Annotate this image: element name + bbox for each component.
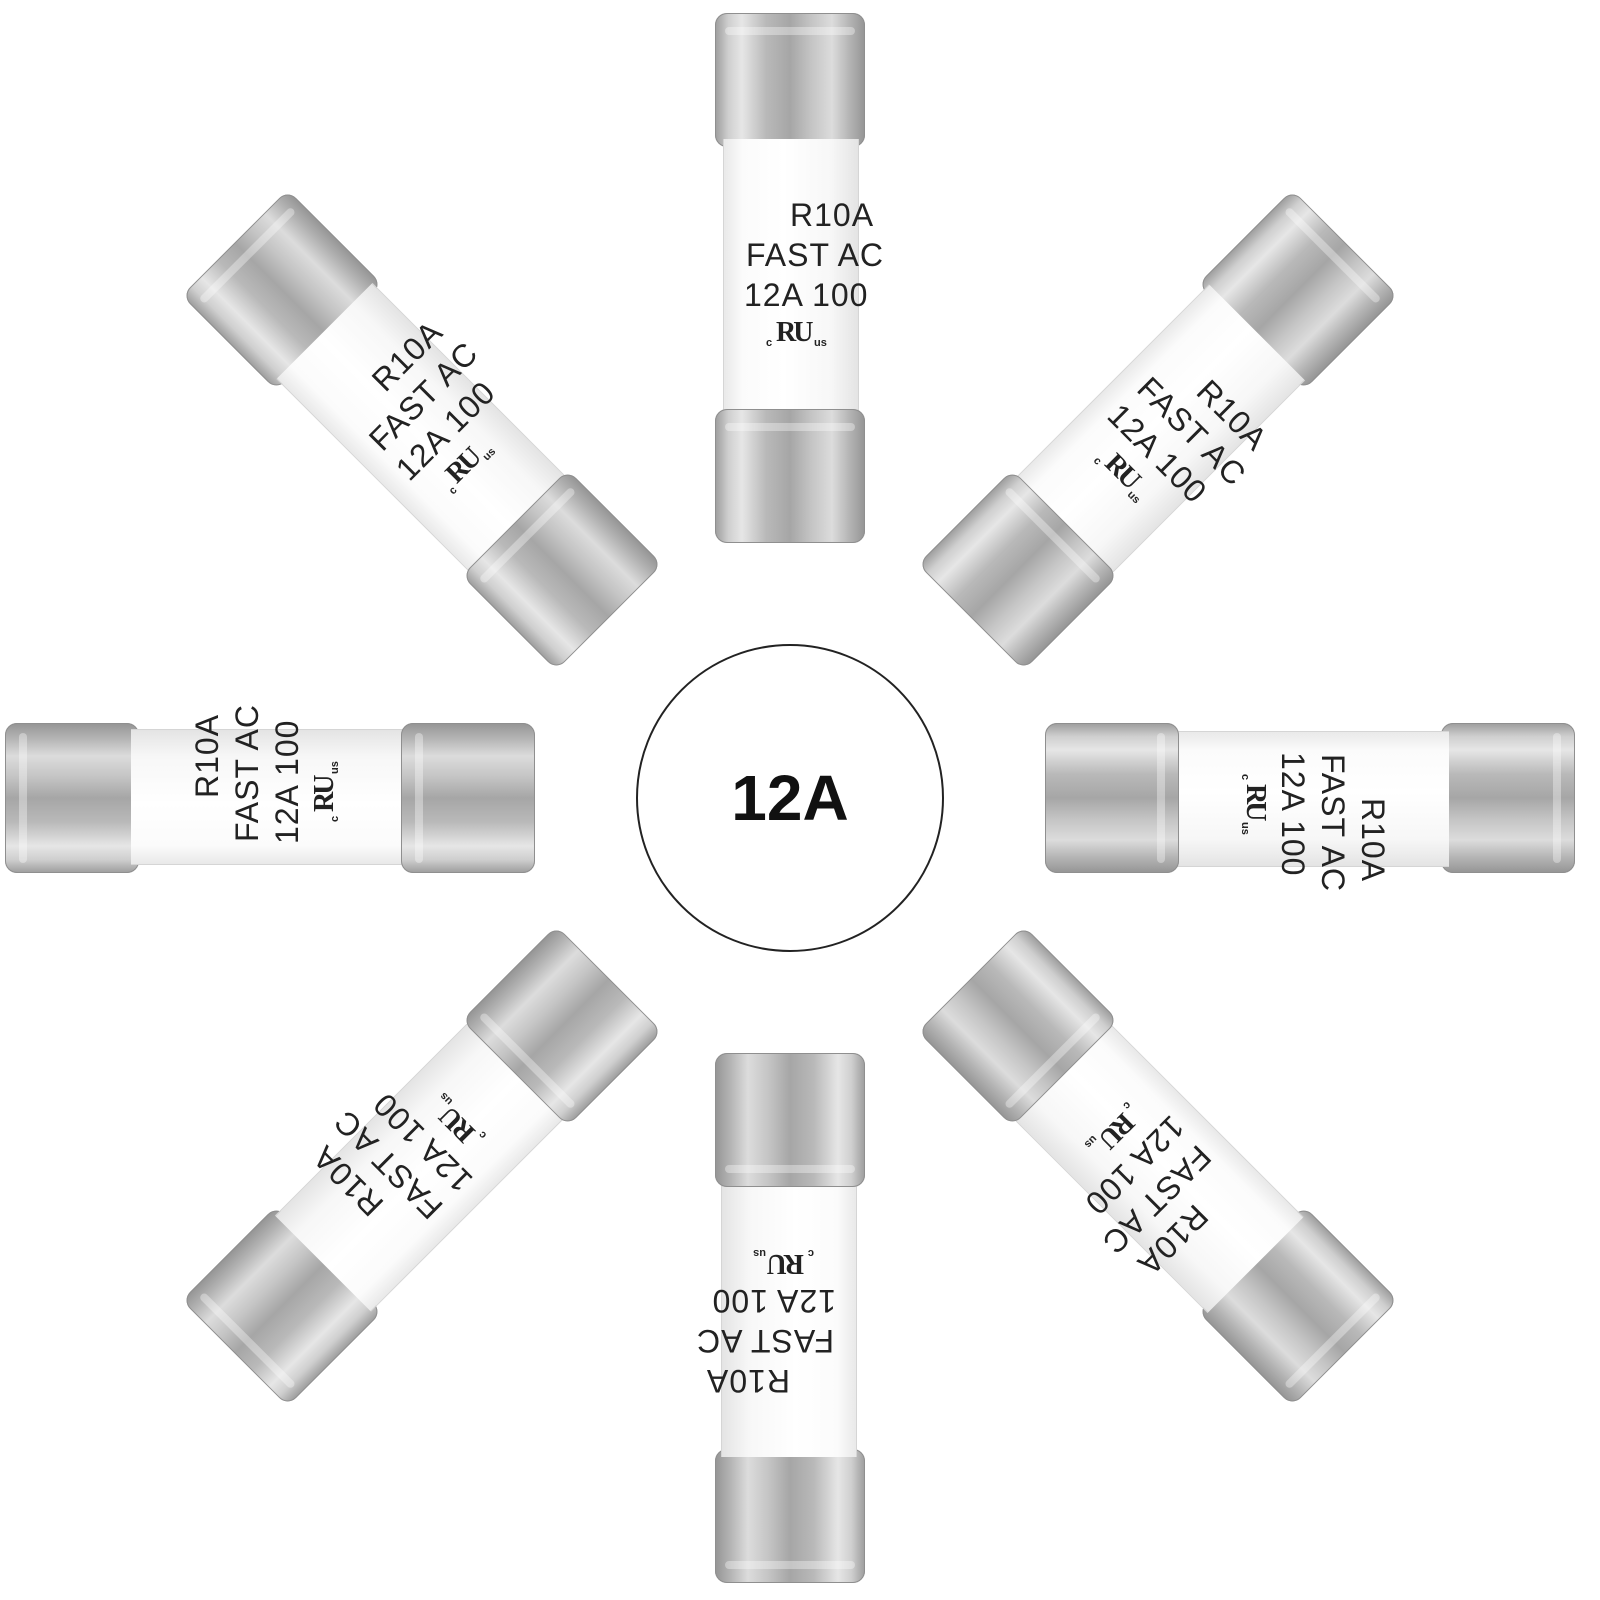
fuse-end-cap	[401, 723, 535, 873]
fuse-end-cap	[715, 13, 865, 147]
fuse-end-cap	[1441, 723, 1575, 873]
rating-badge: 12A	[636, 644, 944, 952]
fuse-end-cap	[5, 723, 139, 873]
fuse-end-cap	[715, 1053, 865, 1187]
fuse-type: FAST AC	[229, 703, 265, 842]
fuse-type: FAST AC	[695, 1323, 834, 1359]
fuse-type: FAST AC	[1315, 754, 1351, 893]
fuse-model: R10A	[189, 713, 225, 798]
fuse-end-cap	[1045, 723, 1179, 873]
fuse-label: R10A FAST AC 12A 100	[686, 1281, 836, 1401]
fuse-rating: 12A 100	[269, 719, 305, 844]
fuse-rating: 12A 100	[744, 277, 869, 313]
fuse-end-cap	[715, 1449, 865, 1583]
fuse-model: R10A	[1355, 798, 1391, 883]
fuse-model: R10A	[705, 1363, 790, 1399]
rating-text: 12A	[731, 762, 849, 834]
fuse-rating: 12A 100	[711, 1283, 836, 1319]
fuse-type: FAST AC	[746, 237, 885, 273]
fuse-rating: 12A 100	[1275, 752, 1311, 877]
fuse-end-cap	[715, 409, 865, 543]
fuse-model: R10A	[790, 197, 875, 233]
fuse-label: R10A FAST AC 12A 100	[744, 195, 894, 315]
